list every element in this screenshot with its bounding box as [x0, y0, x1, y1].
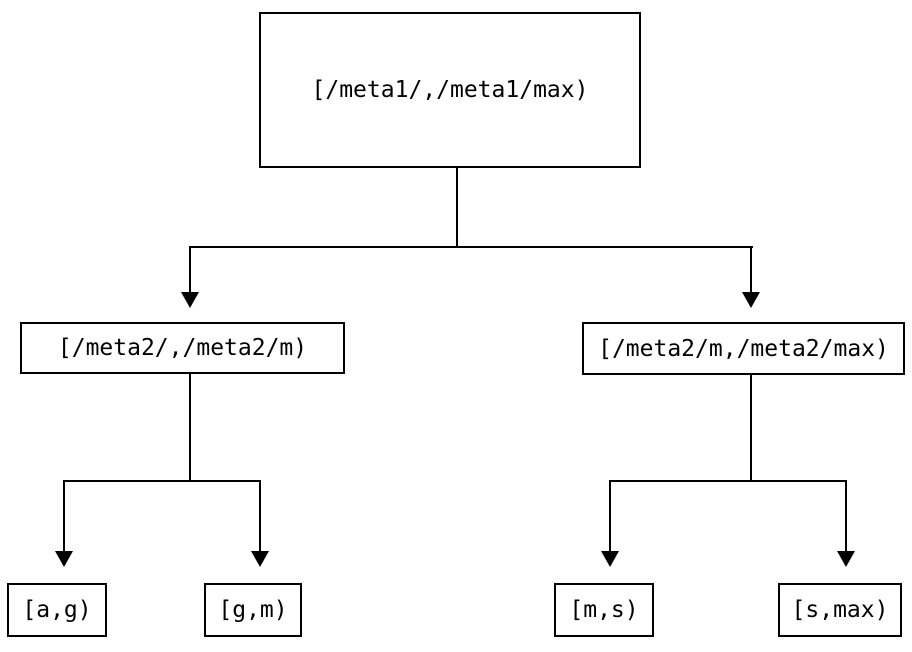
edge-right-horizontal-line	[609, 480, 847, 482]
arrowhead-down-icon	[742, 292, 760, 308]
arrowhead-down-icon	[251, 551, 269, 567]
edge-left-to-gm-stub	[259, 480, 261, 551]
node-leaf-ag: [a,g)	[7, 583, 107, 637]
node-root-range: [/meta1/,/meta1/max)	[259, 12, 641, 168]
arrowhead-down-icon	[837, 551, 855, 567]
edge-right-to-smax-stub	[845, 480, 847, 551]
edge-left-to-ag-stub	[63, 480, 65, 551]
edge-root-vertical-line	[456, 168, 458, 246]
edge-root-to-left-stub	[189, 246, 191, 292]
node-left-range: [/meta2/,/meta2/m)	[20, 322, 345, 374]
edge-left-vertical-line	[189, 374, 191, 480]
edge-right-to-ms-stub	[609, 480, 611, 551]
edge-level1-horizontal-line	[189, 246, 753, 248]
node-right-range: [/meta2/m,/meta2/max)	[582, 322, 905, 375]
edge-root-to-right-stub	[750, 246, 752, 292]
arrowhead-down-icon	[55, 551, 73, 567]
node-leaf-ms: [m,s)	[554, 583, 654, 637]
edge-right-vertical-line	[750, 374, 752, 480]
node-leaf-gm: [g,m)	[204, 583, 302, 637]
arrowhead-down-icon	[181, 292, 199, 308]
node-leaf-smax: [s,max)	[778, 583, 902, 637]
edge-left-horizontal-line	[63, 480, 261, 482]
arrowhead-down-icon	[601, 551, 619, 567]
